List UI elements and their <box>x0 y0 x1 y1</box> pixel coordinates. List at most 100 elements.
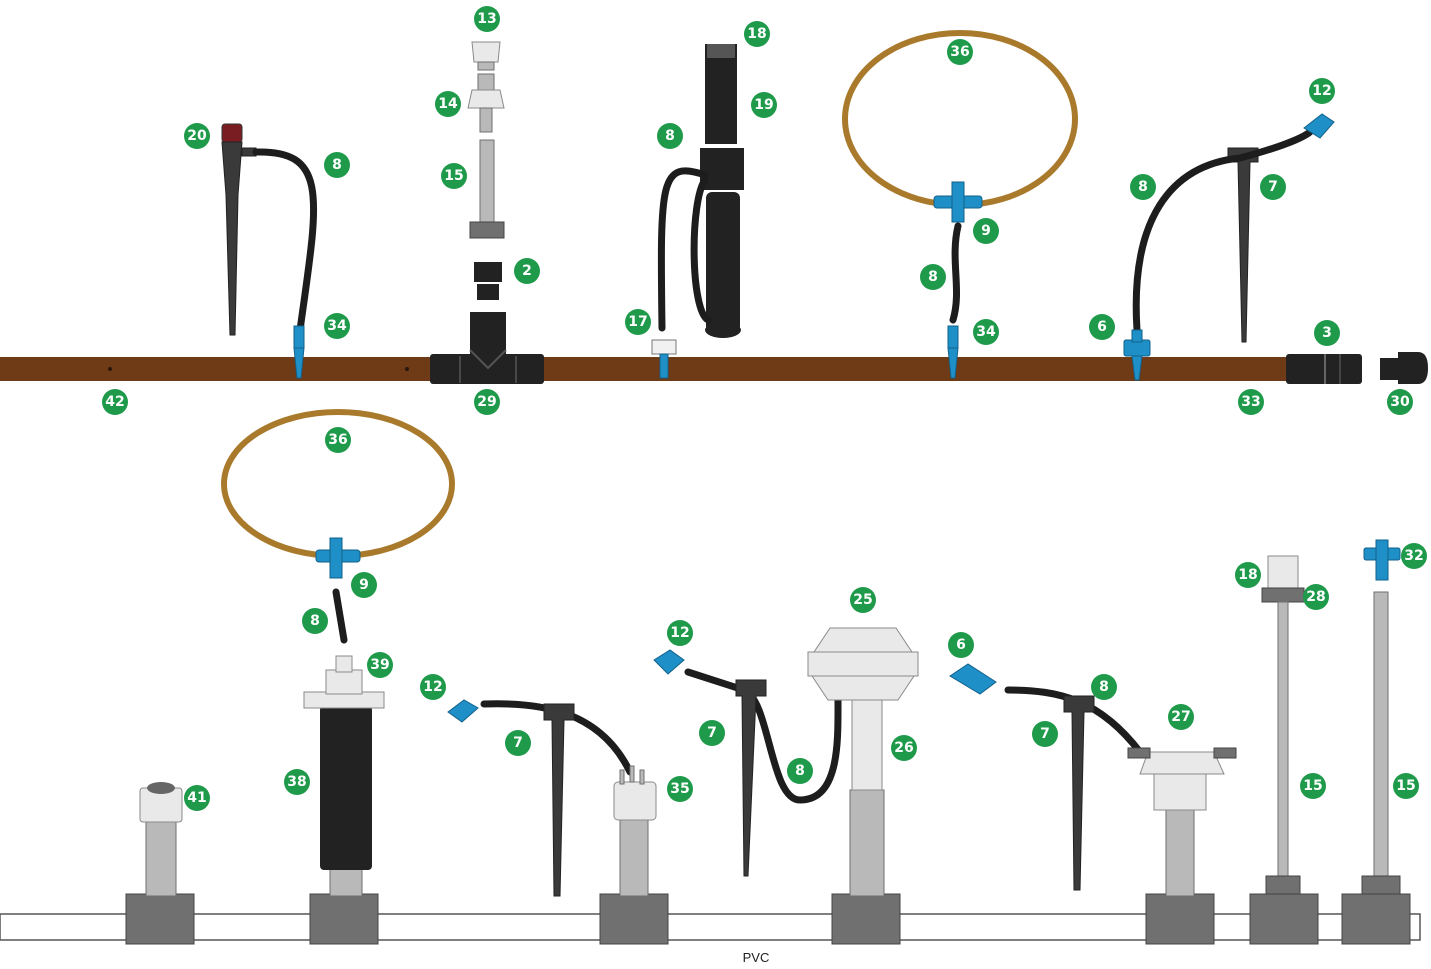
svg-text:36: 36 <box>950 44 969 60</box>
support-stake <box>1063 695 1095 891</box>
inline-valve <box>949 663 997 695</box>
svg-text:38: 38 <box>287 774 306 790</box>
callout-18: 18 <box>744 21 770 47</box>
micro-tubing <box>252 148 318 334</box>
svg-text:34: 34 <box>976 324 996 340</box>
barb-adapter <box>651 339 677 379</box>
callout-6: 6 <box>948 632 974 658</box>
svg-text:8: 8 <box>1099 679 1109 695</box>
barb-connector <box>293 325 305 379</box>
callout-13: 13 <box>474 6 500 32</box>
support-stake <box>1227 147 1259 343</box>
micro-tubing <box>657 167 709 332</box>
pop-up-spray-body <box>700 44 744 338</box>
callout-7: 7 <box>505 730 531 756</box>
stake-sprayer <box>221 123 257 336</box>
svg-text:41: 41 <box>187 790 206 806</box>
tee-connector <box>315 537 361 579</box>
svg-text:28: 28 <box>1306 589 1325 605</box>
micro-tubing <box>690 176 712 324</box>
callout-28: 28 <box>1303 584 1329 610</box>
svg-text:2: 2 <box>522 263 532 279</box>
callout-7: 7 <box>699 720 725 746</box>
drip-emitter <box>447 699 479 723</box>
svg-text:39: 39 <box>370 657 389 673</box>
pvc-tee <box>309 893 379 945</box>
svg-text:6: 6 <box>1097 319 1107 335</box>
callout-36: 36 <box>947 39 973 65</box>
svg-text:19: 19 <box>754 97 773 113</box>
svg-text:9: 9 <box>981 223 991 239</box>
callout-20: 20 <box>184 123 210 149</box>
callout-25: 25 <box>850 587 876 613</box>
svg-text:42: 42 <box>105 394 124 410</box>
pvc-tee <box>1145 893 1215 945</box>
callout-8: 8 <box>302 608 328 634</box>
support-stake <box>543 703 575 897</box>
bubbler-nozzle <box>139 782 183 897</box>
callout-35: 35 <box>667 776 693 802</box>
callout-8: 8 <box>657 123 683 149</box>
svg-text:8: 8 <box>928 269 938 285</box>
callout-18: 18 <box>1235 562 1261 588</box>
callout-12: 12 <box>420 674 446 700</box>
shrub-body <box>303 655 385 897</box>
svg-text:18: 18 <box>747 26 766 42</box>
riser-tube <box>469 139 505 239</box>
svg-text:27: 27 <box>1171 709 1190 725</box>
end-cap <box>1380 352 1428 384</box>
callout-41: 41 <box>184 785 210 811</box>
tee-fitting <box>430 312 544 384</box>
callout-29: 29 <box>474 389 500 415</box>
svg-text:36: 36 <box>328 432 347 448</box>
svg-text:8: 8 <box>665 128 675 144</box>
callout-8: 8 <box>787 758 813 784</box>
svg-text:12: 12 <box>423 679 442 695</box>
inline-valve <box>1123 329 1151 381</box>
svg-text:7: 7 <box>1040 726 1050 742</box>
callout-26: 26 <box>891 735 917 761</box>
callout-14: 14 <box>435 91 461 117</box>
svg-text:30: 30 <box>1390 394 1410 410</box>
callout-7: 7 <box>1032 721 1058 747</box>
pvc-label: PVC <box>743 950 770 965</box>
svg-text:8: 8 <box>332 157 342 173</box>
callout-15: 15 <box>1393 773 1419 799</box>
pvc-tee <box>125 893 195 945</box>
svg-text:32: 32 <box>1404 548 1423 564</box>
callout-15: 15 <box>441 163 467 189</box>
svg-text:12: 12 <box>1312 83 1331 99</box>
svg-text:8: 8 <box>795 763 805 779</box>
callout-9: 9 <box>351 572 377 598</box>
callout-12: 12 <box>667 620 693 646</box>
callout-30: 30 <box>1387 389 1413 415</box>
svg-text:25: 25 <box>853 592 872 608</box>
svg-text:20: 20 <box>187 128 207 144</box>
adapter-fitting <box>467 73 505 133</box>
svg-text:17: 17 <box>628 314 647 330</box>
callout-8: 8 <box>1130 174 1156 200</box>
drip-tubing-left <box>0 357 434 381</box>
callout-38: 38 <box>284 769 310 795</box>
drip-emitter <box>1303 113 1335 139</box>
emitter-hole <box>405 367 409 371</box>
svg-text:29: 29 <box>477 394 496 410</box>
callout-8: 8 <box>920 264 946 290</box>
emitter-hole <box>108 367 112 371</box>
svg-text:35: 35 <box>670 781 689 797</box>
callout-15: 15 <box>1300 773 1326 799</box>
callout-17: 17 <box>625 309 651 335</box>
callout-8: 8 <box>324 152 350 178</box>
pvc-tee <box>1341 893 1411 945</box>
micro-tubing <box>332 588 348 644</box>
svg-text:3: 3 <box>1322 325 1332 341</box>
riser-with-barb <box>1361 539 1401 895</box>
svg-text:26: 26 <box>894 740 913 756</box>
multi-outlet-adapter <box>613 765 657 897</box>
callout-32: 32 <box>1401 543 1427 569</box>
callout-34: 34 <box>973 319 999 345</box>
micro-tubing <box>949 222 962 324</box>
callout-9: 9 <box>973 218 999 244</box>
svg-text:15: 15 <box>1303 778 1322 794</box>
